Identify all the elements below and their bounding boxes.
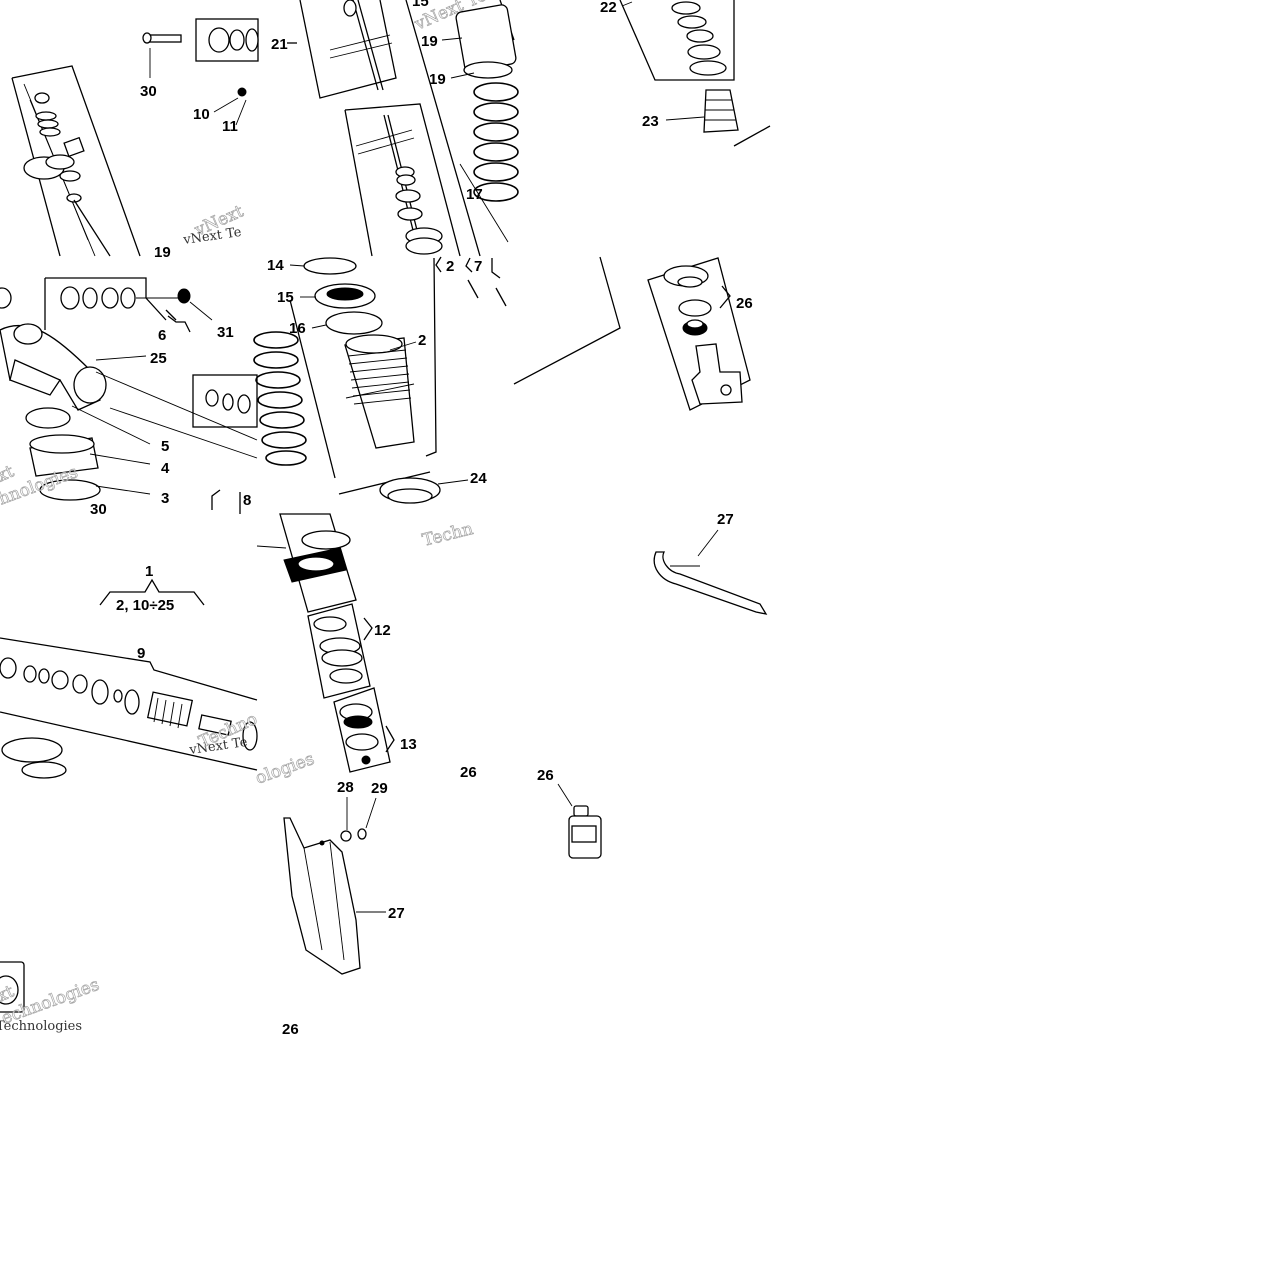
callout-15-partial: 15 [412,0,429,10]
callout-13: 12 [374,622,391,639]
callout-26: 27 [717,511,734,528]
callout-25: 26 [736,295,753,312]
callout-21: 21 [271,36,288,53]
tile-top-middle: 21 19 19 15 17 vNe [271,0,519,257]
callout-28-top-partial: 26 [460,764,477,781]
callout-8: 7 [474,258,482,275]
callout-16: 15 [277,289,294,306]
callout-32: 30 [140,83,157,100]
callout-11: 10 [193,106,210,123]
callout-20: 19 [421,33,438,50]
tile-lower-middle: 12 13 Techn ologies [253,513,476,789]
callout-33: 31 [217,324,234,341]
watermark: ologies [253,749,317,789]
tile-mid-right: 26 [513,256,753,411]
callout-3: 2 [418,332,426,349]
callout-22: 22 [600,0,617,16]
callout-15: 14 [267,257,284,274]
tile-bottom-right: 26 [537,767,602,859]
callout-5: 4 [161,460,170,477]
callout-28-partial: 26 [282,1021,299,1038]
callout-1: 1 [145,563,153,580]
watermark: vNext Te [181,225,242,248]
tile-top-left: 30 10 11 19 vNext vNext Te [11,18,259,261]
tile-center: 14 15 16 2 [253,256,507,504]
callout-12: 11 [222,118,238,135]
callout-18: 17 [466,186,483,203]
callout-23: 23 [642,113,659,130]
damper-thread-lines [347,349,412,405]
callout-14: 13 [400,736,417,753]
oil-bottle-28 [568,805,602,859]
callout-2-tile-e: 2 [446,258,454,275]
watermark: Technologies [0,1019,82,1034]
callout-28: 26 [537,767,554,784]
callout-31: 29 [371,780,388,797]
callout-30: 28 [337,779,354,796]
tile-lower-right: 27 [653,511,768,615]
callout-29: 27 [388,905,405,922]
callout-4: 3 [161,490,169,507]
callout-19-tile-a: 19 [154,244,171,261]
tile-bottom-middle: 28 29 27 26 26 [282,764,477,1038]
callout-19-tile-b: 19 [429,71,446,88]
callout-24: 24 [470,470,487,487]
callout-7: 6 [158,327,166,344]
callout-6: 5 [161,438,169,455]
tile-bottom-left: xt echnologies Technologies [0,961,102,1034]
tile-top-right: 22 23 [600,0,771,147]
callout-32-partial: 30 [90,501,107,518]
watermark: Techn [420,519,475,551]
callout-27: 25 [150,350,167,367]
tile-lower-left: 1 2, 10÷25 9 vNext Te Techno [0,563,261,779]
callout-9: 8 [243,492,251,509]
callout-2-10-25: 2, 10÷25 [116,597,174,614]
tile-mid-left: 31 6 25 5 4 3 8 30 xt chnologies [0,277,258,518]
spring-left [253,331,307,466]
callout-10: 9 [137,645,145,662]
wrench-26 [653,529,768,615]
spring-18 [473,82,519,202]
mudguard-29 [283,817,361,975]
